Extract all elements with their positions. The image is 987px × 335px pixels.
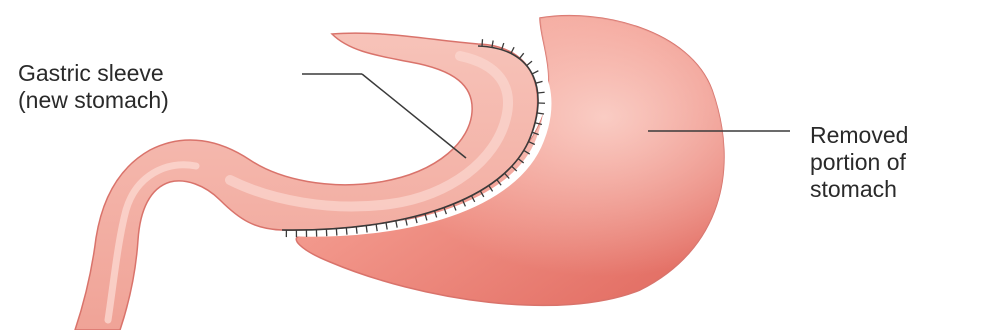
removed-portion-label-line2: portion of xyxy=(810,149,908,176)
gastric-sleeve-label: Gastric sleeve (new stomach) xyxy=(18,60,169,114)
staple-mark xyxy=(482,39,483,46)
staple-mark xyxy=(346,228,347,235)
staple-mark xyxy=(366,226,367,233)
staple-mark xyxy=(356,227,357,234)
gastric-sleeve-label-line1: Gastric sleeve xyxy=(18,60,169,87)
staple-mark xyxy=(538,92,545,93)
gastric-sleeve-label-line2: (new stomach) xyxy=(18,87,169,114)
sleeve-leader-diagonal xyxy=(362,74,466,158)
removed-portion-label-line1: Removed xyxy=(810,122,908,149)
removed-portion-label: Removed portion of stomach xyxy=(810,122,908,203)
removed-portion-label-line3: stomach xyxy=(810,176,908,203)
